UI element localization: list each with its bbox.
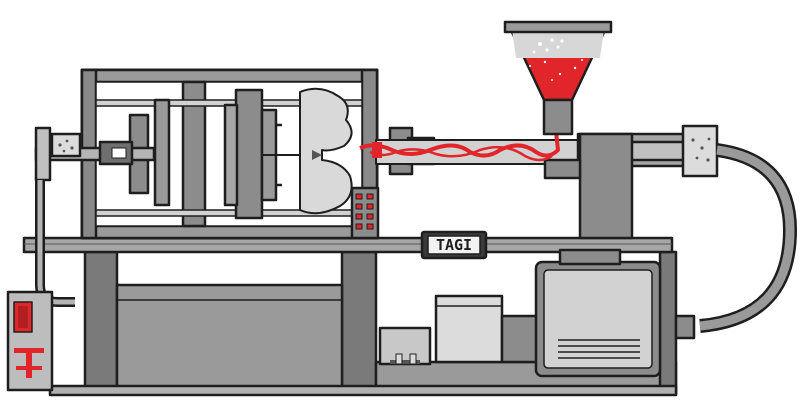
hopper — [503, 20, 613, 136]
melt-flow — [359, 131, 560, 162]
mold — [299, 87, 353, 215]
control-display: TAGI — [420, 230, 488, 260]
control-display-text: TAGI — [436, 236, 472, 254]
base-frame — [22, 236, 678, 397]
side-control-box — [6, 290, 54, 392]
control-keypad — [350, 186, 380, 240]
pump-unit — [378, 294, 540, 366]
injection-barrel — [375, 124, 719, 240]
motor-housing — [534, 248, 662, 378]
